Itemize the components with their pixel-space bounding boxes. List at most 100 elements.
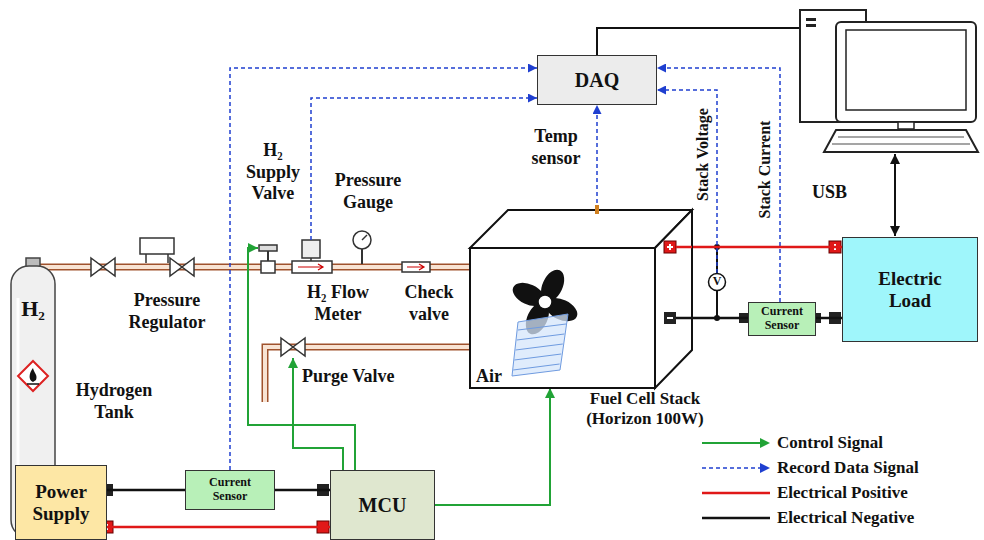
positive-stub: [676, 246, 692, 249]
purge-pipe: [265, 347, 470, 402]
legend-line: [702, 491, 770, 494]
data-signal: [596, 105, 598, 210]
part-label: Pressure Gauge: [322, 170, 414, 213]
monitor-screen: [846, 30, 966, 110]
negative-wire: [692, 317, 748, 320]
legend-row: Electrical Negative: [700, 505, 919, 530]
supply-valve-stem: [267, 251, 269, 261]
legend-sample: [700, 486, 772, 500]
current-sensor-box: Current Sensor: [748, 302, 816, 336]
flow-meter-arrow: [298, 264, 323, 270]
flow-meter-head: [302, 240, 320, 258]
regulator-valve-symbol: [170, 258, 194, 276]
plus-sign: [667, 244, 673, 250]
control-signal: [435, 388, 550, 505]
gauge-needle: [362, 235, 367, 240]
node-outline: [470, 210, 692, 388]
part-label: H₂ Flow Meter: [294, 282, 382, 325]
legend-sample: [700, 461, 772, 475]
keyboard: [824, 130, 978, 152]
pressure-gauge-dial: [353, 231, 371, 249]
part-label: Purge Valve: [302, 366, 442, 388]
legend: Control SignalRecord Data SignalElectric…: [700, 430, 919, 530]
legend-line: [702, 467, 762, 469]
positive-wire: [692, 246, 842, 249]
tower-slot: [806, 24, 816, 27]
node-text: MCU: [359, 494, 407, 517]
stack-side-face: [655, 210, 692, 388]
part-label: H₂ Supply Valve: [236, 140, 310, 205]
minus-sign: [667, 317, 673, 319]
electric-load-box: Electric Load: [842, 237, 978, 342]
node-text: DAQ: [575, 69, 619, 92]
signal-label: Stack Current: [755, 121, 774, 219]
fuel-cell-stack: Fuel Cell Stack (Horizon 100W): [470, 210, 692, 388]
negative-wire: [816, 317, 842, 320]
voltmeter-circle: [709, 274, 726, 291]
airflow-hatch: [513, 364, 559, 370]
regulator-body: [140, 238, 174, 254]
airflow-hatch: [517, 334, 565, 340]
current-sensor-box: Current Sensor: [185, 470, 275, 510]
negative-stub: [676, 317, 692, 320]
gauge-stem: [361, 249, 363, 264]
negative-wire: [107, 489, 185, 492]
airflow-hatch: [518, 324, 566, 330]
signal-label: Stack Voltage: [692, 109, 711, 202]
flame-symbol: [30, 368, 37, 382]
legend-text: Control Signal: [777, 433, 883, 453]
temp-sensor-probe: [595, 205, 599, 214]
legend-text: Electrical Positive: [777, 483, 908, 503]
regulator-stem: [146, 254, 168, 263]
legend-arrowhead: [760, 463, 770, 473]
signal-label: USB: [812, 182, 862, 204]
legend-row: Electrical Positive: [700, 480, 919, 505]
legend-text: Electrical Negative: [777, 508, 914, 528]
sensor-label: Temp sensor: [520, 126, 592, 169]
airflow-hatch: [516, 344, 563, 350]
shutoff-valve-symbol: [91, 258, 115, 276]
stack-top-face: [470, 210, 692, 248]
legend-sample: [700, 436, 772, 450]
check-valve-body: [402, 262, 430, 272]
node-text: Electric Load: [860, 268, 960, 312]
part-label: Check valve: [392, 282, 466, 325]
legend-sample: [700, 511, 772, 525]
stack-front-face: [470, 248, 655, 388]
mcu-box: MCU: [330, 470, 435, 540]
flow-meter-stem: [310, 258, 312, 261]
air-label: Air: [476, 366, 506, 388]
node-text: H₂: [8, 296, 58, 321]
node-text: V: [713, 275, 722, 289]
fan-hub: [538, 295, 552, 309]
airflow-mesh: [512, 314, 568, 376]
tower-slot: [806, 18, 816, 21]
usb-cable: [894, 154, 896, 236]
legend-line: [702, 516, 770, 519]
part-label: Hydrogen Tank: [62, 380, 166, 423]
part-label: Pressure Regulator: [112, 290, 222, 333]
positive-wire: [107, 526, 330, 529]
node-text: Current Sensor: [202, 476, 258, 504]
purge-pipe-bore: [265, 347, 470, 402]
legend-text: Record Data Signal: [777, 458, 919, 478]
power-supply-box: Power Supply: [15, 465, 107, 540]
supply-valve-handle: [259, 245, 277, 251]
daq-to-computer-cable: [597, 28, 800, 55]
supply-valve-control: [248, 248, 355, 470]
supply-valve-body: [261, 261, 275, 273]
computer-monitor: [836, 22, 976, 122]
legend-row: Control Signal: [700, 430, 919, 455]
legend-row: Record Data Signal: [700, 455, 919, 480]
purge-valve-symbol: [281, 338, 305, 356]
monitor-neck: [898, 122, 914, 129]
daq-box: DAQ: [537, 55, 657, 105]
hazard-diamond: [18, 361, 48, 391]
airflow-hatch: [514, 354, 561, 360]
flow-meter-body: [292, 261, 332, 273]
legend-line: [702, 442, 762, 444]
node-text: Power Supply: [21, 481, 101, 525]
flame-base: [27, 383, 39, 385]
voltmeter: V: [708, 273, 726, 291]
node-text: Fuel Cell Stack (Horizon 100W): [560, 389, 730, 428]
